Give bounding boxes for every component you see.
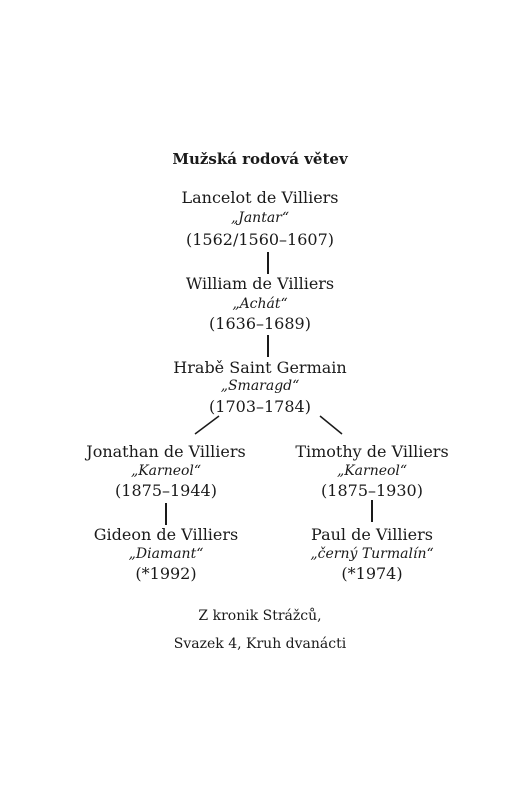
person-name-william: William de Villiers: [185, 274, 335, 293]
person-nickname-paul: „černý Turmalín“: [310, 546, 434, 562]
person-years-timothy: (1875–1930): [321, 481, 423, 500]
person-name-jonathan: Jonathan de Villiers: [86, 442, 246, 461]
person-years-gideon: (*1992): [135, 564, 197, 583]
connector-line: [371, 500, 373, 522]
person-years-lancelot: (1562/1560–1607): [185, 230, 335, 249]
person-name-gideon: Gideon de Villiers: [93, 525, 239, 544]
credit-line-2: Svazek 4, Kruh dvanácti: [173, 636, 347, 652]
credit-line-1: Z kronik Strážců,: [198, 608, 322, 624]
person-years-paul: (*1974): [341, 564, 403, 583]
connector-line: [165, 503, 167, 525]
person-years-saint-germain: (1703–1784): [209, 397, 311, 416]
connector-line: [267, 335, 269, 357]
person-nickname-william: „Achát“: [232, 296, 288, 312]
person-name-lancelot: Lancelot de Villiers: [181, 188, 339, 207]
branch-line-left: [194, 415, 220, 435]
person-name-paul: Paul de Villiers: [311, 525, 433, 544]
person-nickname-saint-germain: „Smaragd“: [220, 378, 300, 394]
person-nickname-timothy: „Karneol“: [336, 463, 408, 479]
page-title: Mužská rodová větev: [172, 150, 348, 168]
person-name-saint-germain: Hrabě Saint Germain: [173, 358, 347, 377]
person-years-jonathan: (1875–1944): [115, 481, 217, 500]
person-name-timothy: Timothy de Villiers: [295, 442, 449, 461]
connector-line: [267, 252, 269, 274]
person-nickname-gideon: „Diamant“: [128, 546, 204, 562]
person-years-william: (1636–1689): [209, 314, 311, 333]
person-nickname-jonathan: „Karneol“: [130, 463, 202, 479]
branch-line-right: [319, 415, 343, 435]
person-nickname-lancelot: „Jantar“: [230, 210, 290, 226]
